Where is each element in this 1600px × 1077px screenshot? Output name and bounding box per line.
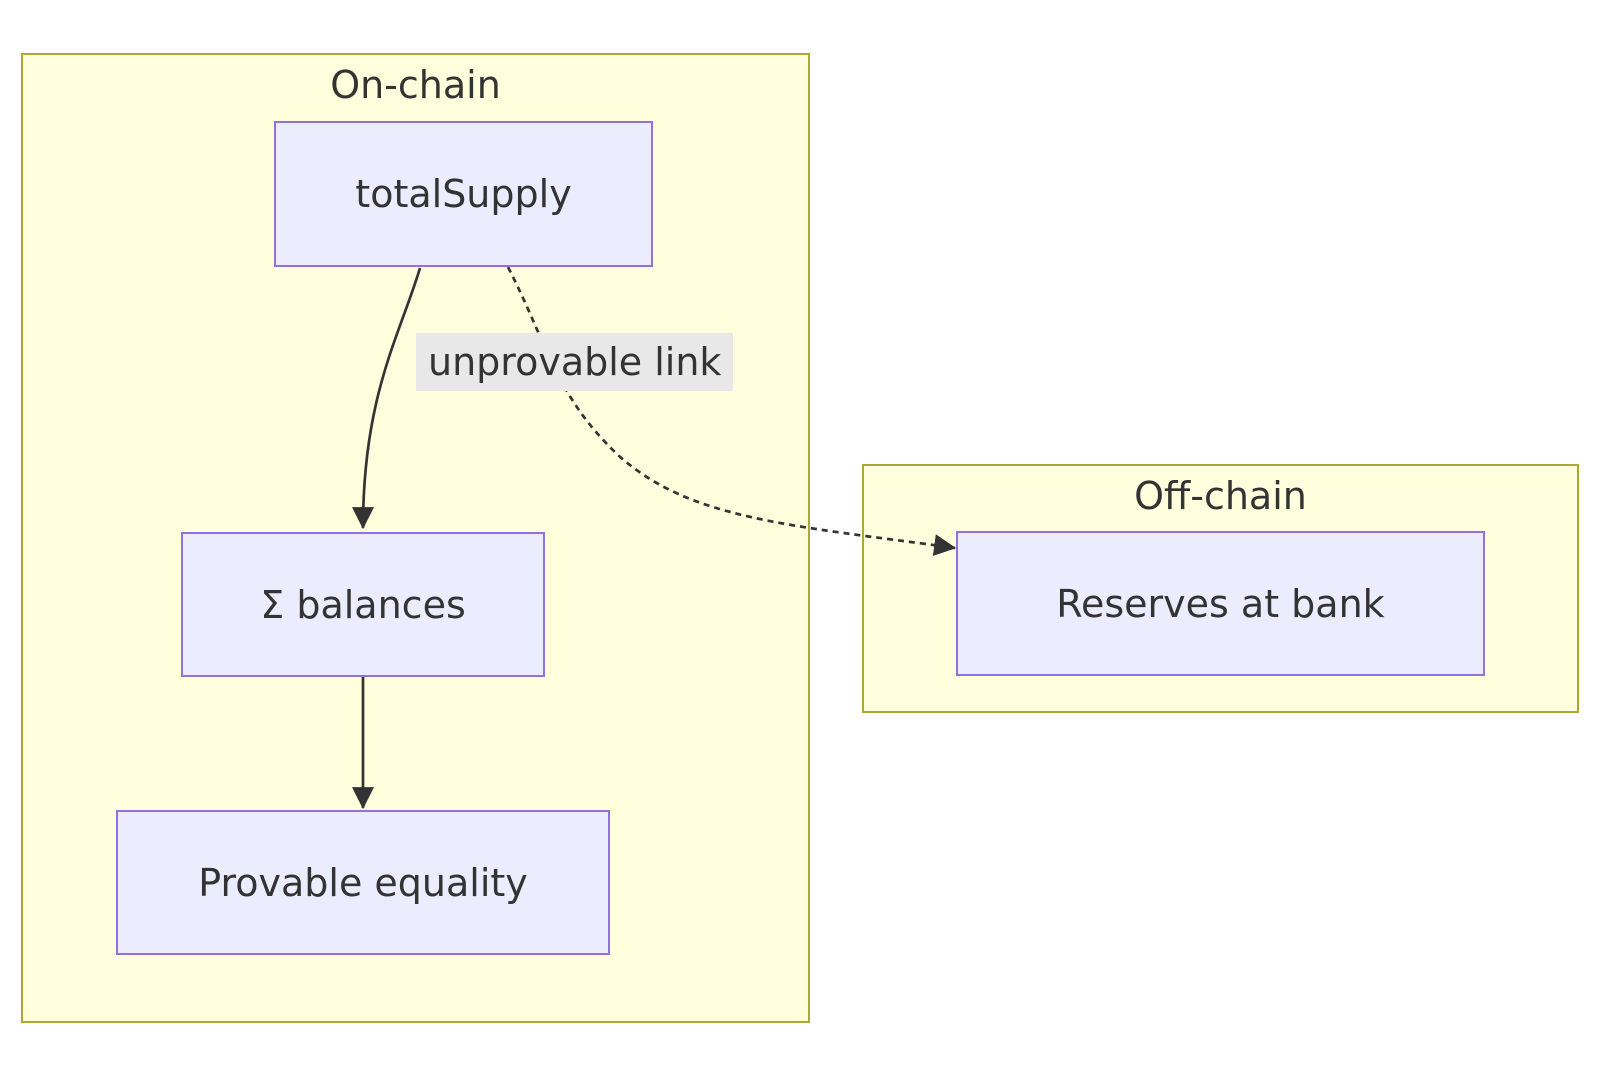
node-reserves-at-bank-label: Reserves at bank: [1056, 581, 1385, 626]
node-reserves-at-bank: Reserves at bank: [956, 531, 1485, 676]
node-provable-equality-label: Provable equality: [198, 860, 528, 905]
node-provable-equality: Provable equality: [116, 810, 610, 955]
cluster-on-chain-title: On-chain: [330, 63, 501, 107]
cluster-off-chain-title: Off-chain: [1134, 474, 1307, 518]
edge-total-supply-to-sum-balances: [352, 267, 422, 530]
node-total-supply-label: totalSupply: [355, 172, 572, 216]
node-total-supply: totalSupply: [274, 121, 653, 267]
edge-label-unprovable-link: unprovable link: [416, 333, 734, 391]
edge-total-supply-to-reserves-at-bank: [506, 266, 957, 557]
node-sum-balances-label: Σ balances: [260, 582, 466, 627]
node-sum-balances: Σ balances: [181, 532, 545, 677]
